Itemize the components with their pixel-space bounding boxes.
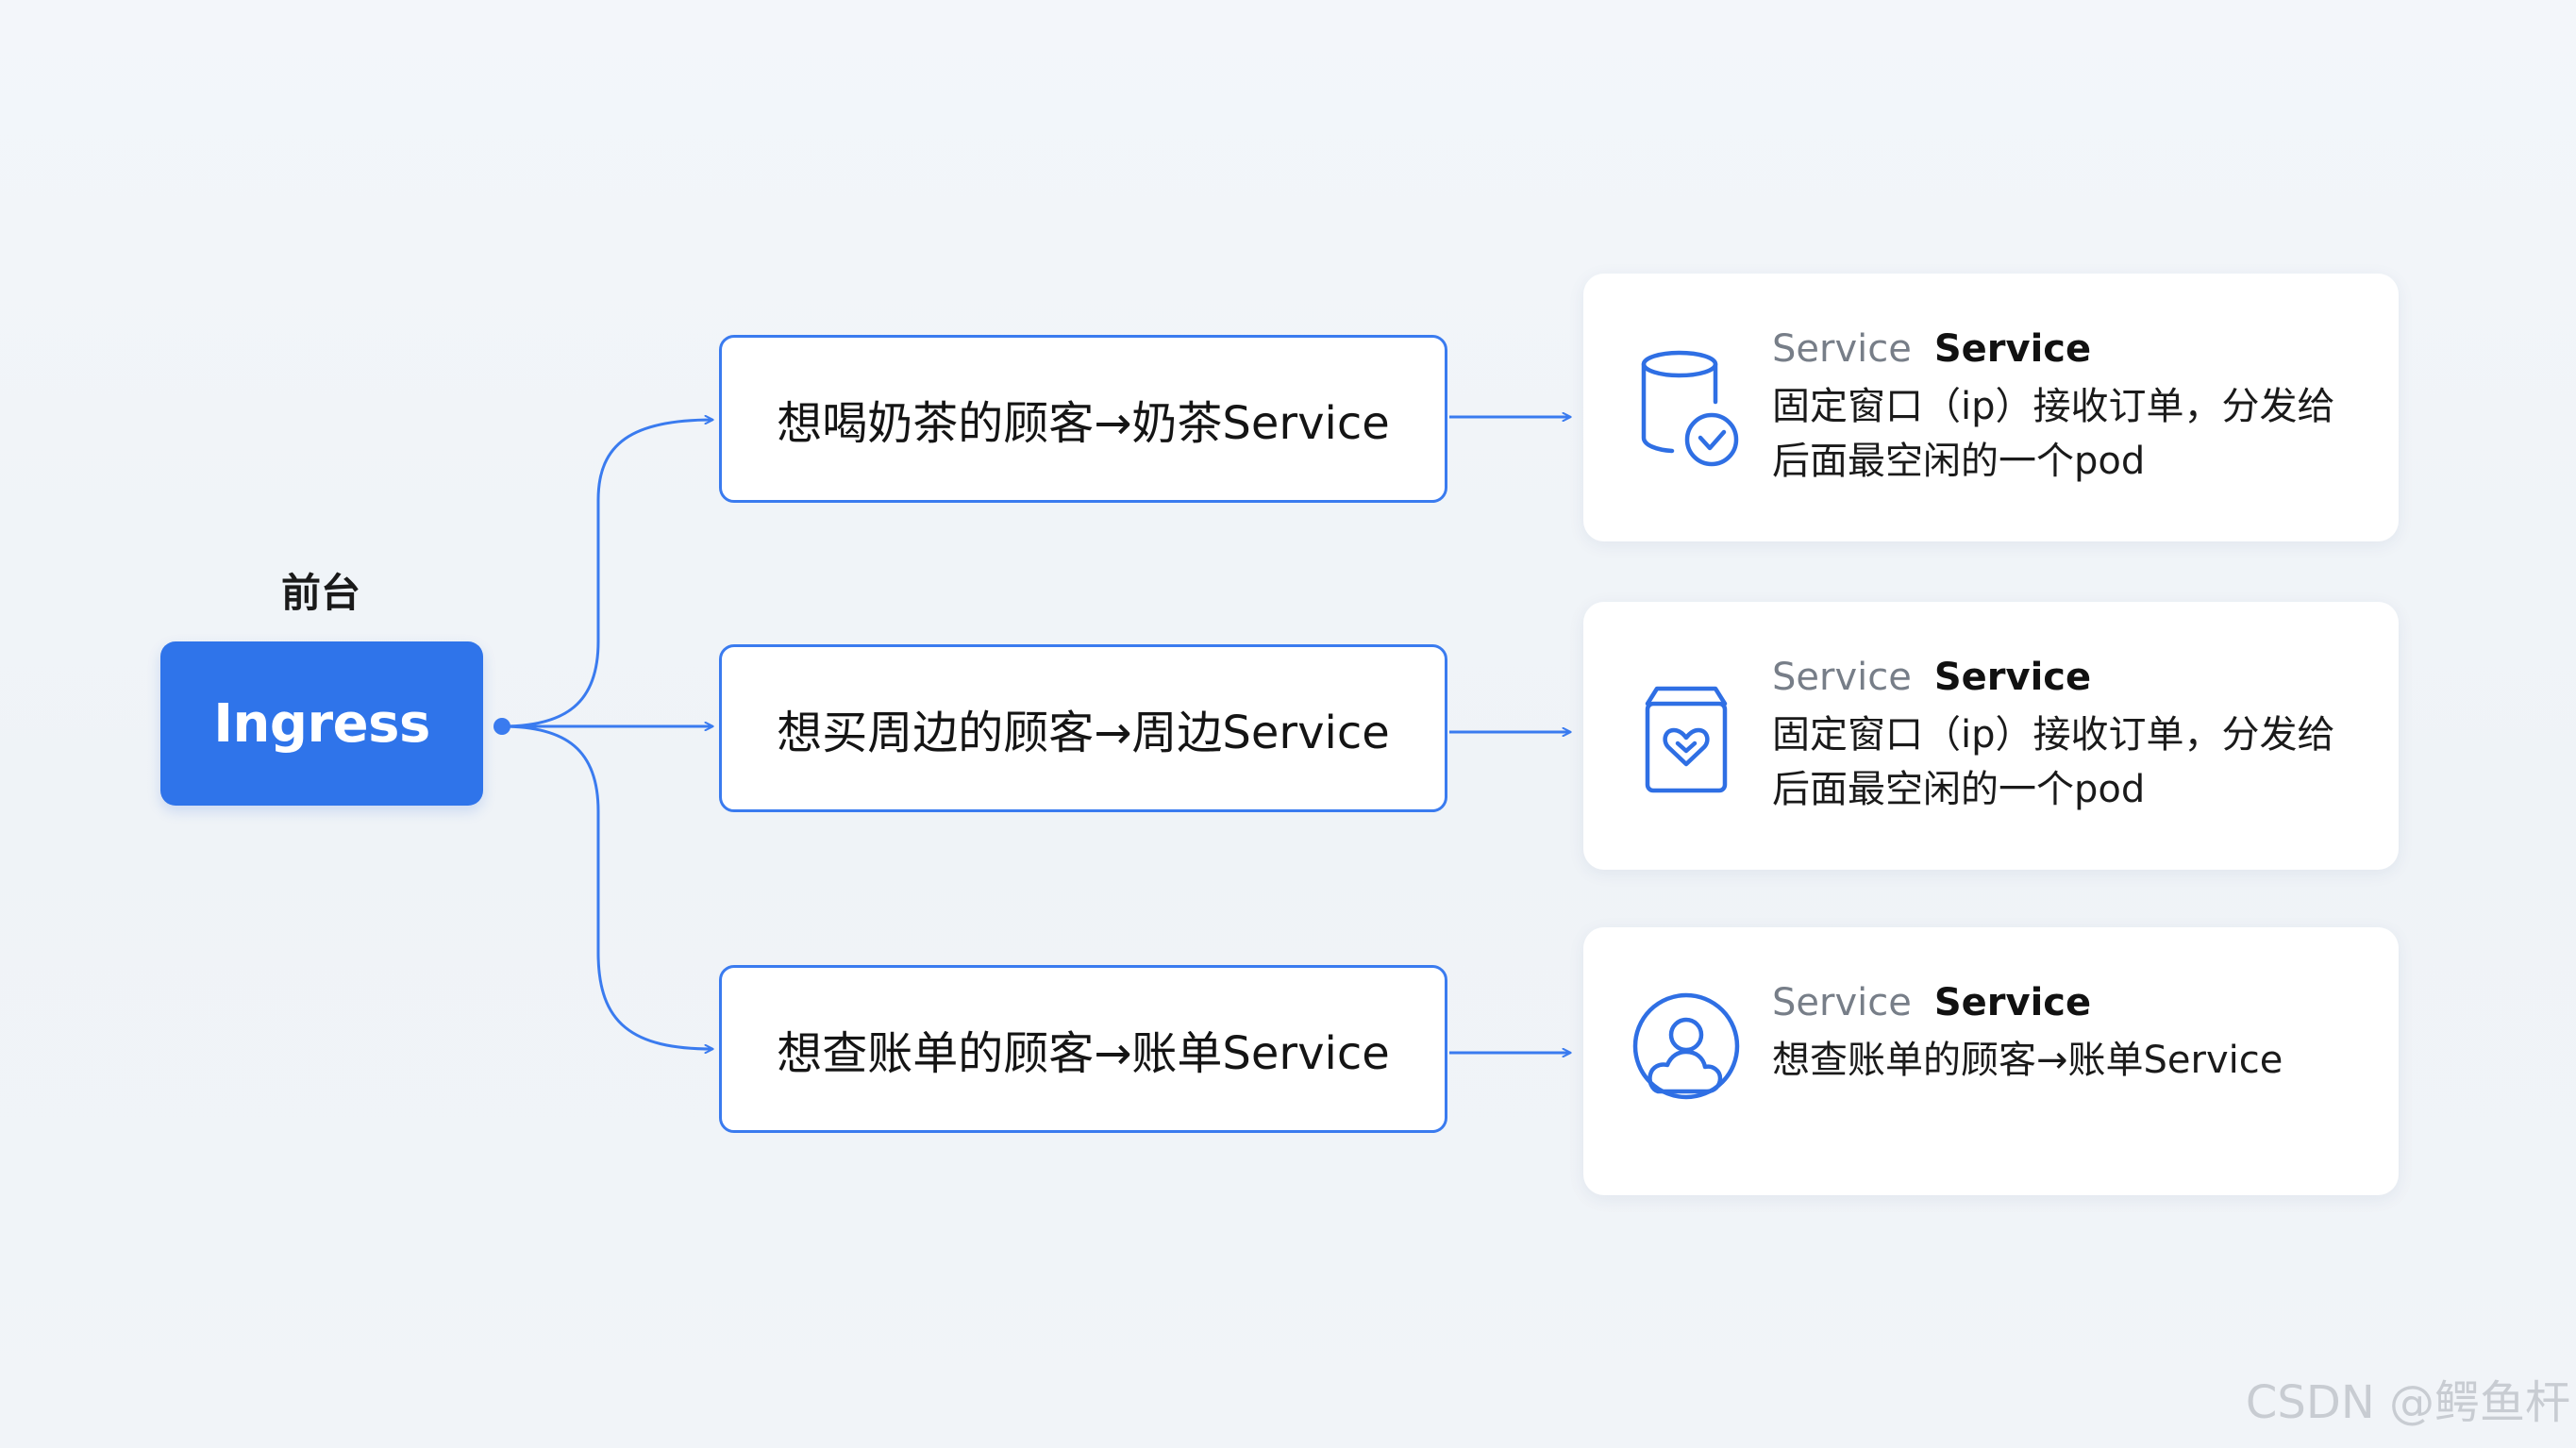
service-card-heading: Service Service xyxy=(1772,973,2380,1033)
service-description-line-1: 想查账单的顾客→账单Service xyxy=(1772,1039,2283,1082)
service-card-text: Service Service 固定窗口（ip）接收订单，分发给 后面最空闲的一个… xyxy=(1772,647,2380,817)
service-card-heading: Service Service xyxy=(1772,647,2380,707)
service-name-label: Service xyxy=(1933,656,2092,699)
connector-to-route-3 xyxy=(501,724,712,1049)
route-label: 想买周边的顾客→周边Service xyxy=(777,707,1390,759)
service-name-label: Service xyxy=(1933,981,2092,1024)
route-label: 想喝奶茶的顾客→奶茶Service xyxy=(777,397,1390,450)
service-card-text: Service Service 固定窗口（ip）接收订单，分发给 后面最空闲的一个… xyxy=(1772,319,2380,489)
watermark: CSDN @鳄鱼杆 xyxy=(2245,1376,2570,1429)
database-check-icon xyxy=(1641,350,1739,467)
connector-to-route-1 xyxy=(501,420,712,728)
route-node-milk-tea: 想喝奶茶的顾客→奶茶Service xyxy=(719,335,1447,503)
service-kind-label: Service xyxy=(1772,981,1912,1024)
service-card-text: Service Service 想查账单的顾客→账单Service xyxy=(1772,973,2380,1088)
service-card-merch: Service Service 固定窗口（ip）接收订单，分发给 后面最空闲的一个… xyxy=(1583,602,2399,870)
service-card-billing: Service Service 想查账单的顾客→账单Service xyxy=(1583,927,2399,1195)
service-description-line-2: 后面最空闲的一个pod xyxy=(1772,440,2146,483)
ingress-node: Ingress xyxy=(160,641,483,806)
service-card-heading: Service Service xyxy=(1772,319,2380,379)
service-kind-label: Service xyxy=(1772,327,1912,371)
ingress-label: Ingress xyxy=(213,692,430,755)
service-description-line-2: 后面最空闲的一个pod xyxy=(1772,768,2146,811)
route-label: 想查账单的顾客→账单Service xyxy=(777,1027,1390,1080)
service-description-line-1: 固定窗口（ip）接收订单，分发给 xyxy=(1772,385,2335,428)
cloud-user-icon xyxy=(1632,992,1740,1100)
box-heart-icon xyxy=(1645,686,1728,793)
service-description-line-1: 固定窗口（ip）接收订单，分发给 xyxy=(1772,713,2335,757)
ingress-caption: 前台 xyxy=(280,570,360,616)
service-card-milk-tea: Service Service 固定窗口（ip）接收订单，分发给 后面最空闲的一个… xyxy=(1583,274,2399,541)
service-kind-label: Service xyxy=(1772,656,1912,699)
service-name-label: Service xyxy=(1933,327,2092,371)
route-node-billing: 想查账单的顾客→账单Service xyxy=(719,965,1447,1133)
route-node-merch: 想买周边的顾客→周边Service xyxy=(719,644,1447,812)
